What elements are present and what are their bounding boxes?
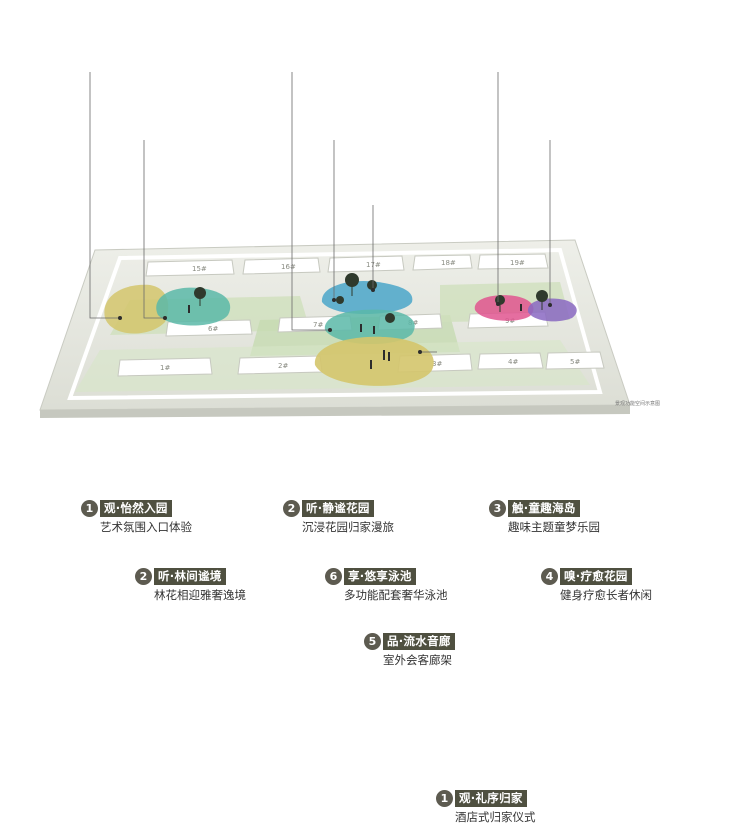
site-inner-road bbox=[67, 247, 603, 401]
callout-desc: 多功能配套奢华泳池 bbox=[344, 588, 448, 602]
building-1 bbox=[117, 357, 213, 377]
site-plan-map: 15# 16# 17# 18# 19# 6# 7# 8# 9# 1# 2# 3#… bbox=[39, 72, 631, 418]
callout-number: 2 bbox=[283, 500, 300, 517]
building-17 bbox=[327, 255, 405, 273]
callout-title: 听·静谧花园 bbox=[302, 500, 374, 517]
callout-desc: 室外会客廊架 bbox=[383, 653, 452, 667]
building-label: 7# bbox=[313, 321, 323, 329]
building-label: 1# bbox=[160, 364, 170, 372]
building-label: 19# bbox=[510, 259, 525, 267]
zone-kids-pink bbox=[474, 295, 534, 321]
callout-desc: 健身疗愈长者休闲 bbox=[560, 588, 652, 602]
building-label: 17# bbox=[366, 261, 381, 269]
callout-title: 嗅·疗愈花园 bbox=[560, 568, 632, 585]
building-label: 9# bbox=[505, 317, 515, 325]
building-label: 18# bbox=[441, 259, 456, 267]
building-15 bbox=[145, 259, 235, 277]
building-16 bbox=[242, 257, 321, 275]
callout-title: 享·悠享泳池 bbox=[344, 568, 416, 585]
building-row-bottom bbox=[117, 351, 605, 377]
callout-title: 品·流水音廊 bbox=[383, 633, 455, 650]
zone-entrance-yellow bbox=[104, 284, 169, 334]
callout-desc: 林花相迎雅奢逸境 bbox=[154, 588, 246, 602]
zone-forest-teal bbox=[156, 287, 231, 326]
tree-trunks bbox=[199, 286, 543, 312]
callout-number: 2 bbox=[135, 568, 152, 585]
site-outer-edge bbox=[40, 405, 630, 418]
building-18 bbox=[412, 254, 473, 271]
callout-number: 4 bbox=[541, 568, 558, 585]
building-label: 16# bbox=[281, 263, 296, 271]
site-plan-diagram: 15# 16# 17# 18# 19# 6# 7# 8# 9# 1# 2# 3#… bbox=[39, 72, 660, 824]
leader-dots bbox=[118, 288, 552, 354]
building-label: 6# bbox=[208, 325, 218, 333]
callout-desc: 酒店式归家仪式 bbox=[455, 810, 536, 824]
callout-number: 1 bbox=[436, 790, 453, 807]
building-5 bbox=[545, 351, 605, 370]
callout-number: 5 bbox=[364, 633, 381, 650]
building-row-top bbox=[145, 253, 549, 277]
callout-title: 观·怡然入园 bbox=[100, 500, 172, 517]
callout-desc: 趣味主题童梦乐园 bbox=[508, 520, 600, 534]
callout-desc: 艺术氛围入口体验 bbox=[100, 520, 192, 534]
building-label: 5# bbox=[570, 358, 580, 366]
leader-line-1 bbox=[89, 72, 120, 319]
building-label: 15# bbox=[192, 265, 207, 273]
zone-healing-purple bbox=[527, 298, 577, 322]
people-silhouettes bbox=[188, 304, 522, 369]
callout-number: 6 bbox=[325, 568, 342, 585]
building-label: 3# bbox=[432, 360, 442, 368]
callout-desc: 沉浸花园归家漫旅 bbox=[302, 520, 394, 534]
tree-group bbox=[194, 273, 548, 323]
callout-number: 3 bbox=[489, 500, 506, 517]
callout-title: 触·童趣海岛 bbox=[508, 500, 580, 517]
zone-pool-blue bbox=[321, 280, 413, 315]
leader-lines bbox=[89, 72, 551, 353]
zone-home-yellow bbox=[314, 336, 434, 386]
building-label: 2# bbox=[278, 362, 288, 370]
map-caption: 景观功能空间示意图 bbox=[614, 401, 660, 407]
building-label: 4# bbox=[508, 358, 518, 366]
leader-line-2b bbox=[291, 72, 330, 331]
callout-number: 1 bbox=[81, 500, 98, 517]
leader-line-2a bbox=[143, 140, 165, 319]
callout-title: 观·礼序归家 bbox=[455, 790, 527, 807]
building-19 bbox=[477, 253, 549, 270]
callout-title: 听·林间谧境 bbox=[154, 568, 226, 585]
building-4 bbox=[477, 352, 544, 370]
